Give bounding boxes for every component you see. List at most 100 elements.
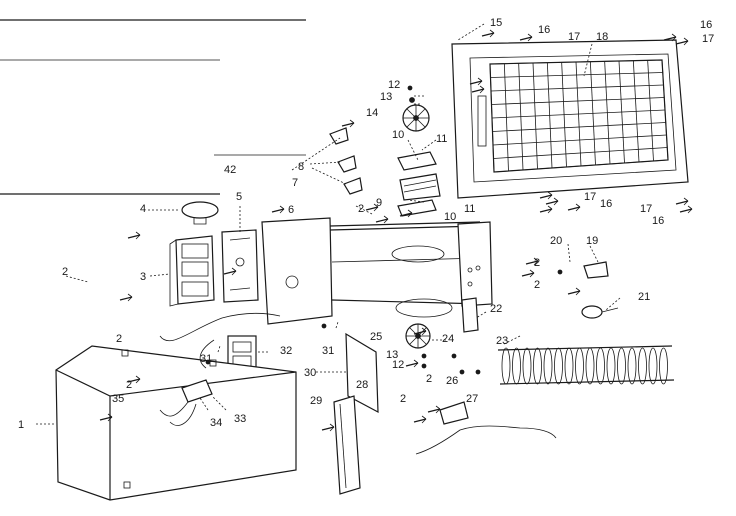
screw-icon <box>481 32 495 37</box>
cover-plate-part <box>345 332 379 414</box>
part-label-34: 34 <box>210 417 222 429</box>
switch-harness-part <box>159 312 281 426</box>
part-label-26: 26 <box>446 375 458 387</box>
screw-icon <box>525 260 539 265</box>
screw-icon <box>413 418 427 423</box>
bracket-part <box>461 297 479 333</box>
fan-bracket-frame-part <box>261 217 493 325</box>
part-label-2: 2 <box>426 373 432 385</box>
part-label-17: 17 <box>568 31 580 43</box>
part-label-2: 2 <box>358 203 364 215</box>
part-label-10: 10 <box>392 129 404 141</box>
clips-part <box>329 127 363 195</box>
knob-part <box>181 201 219 225</box>
screw-icon <box>405 362 419 367</box>
screw-icon <box>519 36 533 41</box>
screw-icon <box>469 80 483 85</box>
screw-icon <box>679 208 693 213</box>
part-label-2: 2 <box>116 333 122 345</box>
screw-icon <box>399 212 413 217</box>
part-label-15: 15 <box>490 17 502 29</box>
screw-icon <box>663 36 677 41</box>
screw-icon <box>223 270 237 275</box>
evaporator-coil-part <box>489 59 669 173</box>
screw-icon <box>675 200 689 205</box>
header-code: 42 <box>224 164 236 176</box>
hardware-dots <box>205 85 563 375</box>
part-label-4: 4 <box>140 203 146 215</box>
part-label-16: 16 <box>600 198 612 210</box>
part-label-17: 17 <box>584 191 596 203</box>
part-label-31: 31 <box>200 353 212 365</box>
part-label-31: 31 <box>322 345 334 357</box>
part-label-28: 28 <box>356 379 368 391</box>
screw-icon <box>127 378 141 383</box>
part-label-16: 16 <box>652 215 664 227</box>
part-label-18: 18 <box>596 31 608 43</box>
part-label-11: 11 <box>464 203 475 215</box>
part-label-24: 24 <box>442 333 454 345</box>
part-label-10: 10 <box>444 211 456 223</box>
part-label-7: 7 <box>292 177 298 189</box>
screw-icon <box>427 408 441 413</box>
part-label-22: 22 <box>490 303 502 315</box>
part-label-2: 2 <box>534 257 540 269</box>
part-label-35: 35 <box>112 393 124 405</box>
lower-fan-blade-part <box>405 323 431 349</box>
baffle-channel-part <box>333 395 361 495</box>
part-label-12: 12 <box>392 359 404 371</box>
screw-icon <box>539 194 553 199</box>
part-label-8: 8 <box>298 161 304 173</box>
part-label-9: 9 <box>376 197 382 209</box>
screw-icon <box>99 416 113 421</box>
mounting-plate-part <box>221 229 259 303</box>
part-label-16: 16 <box>700 19 712 31</box>
screw-icon <box>539 208 553 213</box>
part-label-2: 2 <box>534 279 540 291</box>
part-label-20: 20 <box>550 235 562 247</box>
screw-icon <box>413 330 427 335</box>
part-label-3: 3 <box>140 271 146 283</box>
wire-lead-part <box>415 401 557 455</box>
screw-icon <box>521 272 535 277</box>
part-label-21: 21 <box>638 291 650 303</box>
part-label-17: 17 <box>640 203 652 215</box>
part-label-25: 25 <box>370 331 382 343</box>
screw-icon <box>545 200 559 205</box>
part-label-5: 5 <box>236 191 242 203</box>
control-housing-part <box>169 235 215 307</box>
part-labels: 1222222223456789101011111212131314151616… <box>18 17 714 431</box>
screw-icon <box>271 208 285 213</box>
screw-icon <box>567 290 581 295</box>
screw-icon <box>375 218 389 223</box>
screw-icon <box>119 296 133 301</box>
screw-icon <box>675 40 689 45</box>
part-label-13: 13 <box>386 349 398 361</box>
thermostat-part <box>581 261 619 319</box>
part-label-12: 12 <box>388 79 400 91</box>
part-label-11: 11 <box>436 133 447 145</box>
screw-icon <box>127 234 141 239</box>
part-label-2: 2 <box>400 393 406 405</box>
part-label-2: 2 <box>62 266 68 278</box>
defrost-heater-part <box>497 345 675 385</box>
screw-icon <box>567 206 581 211</box>
part-label-29: 29 <box>310 395 322 407</box>
evaporator-cover-part <box>451 39 689 199</box>
part-label-32: 32 <box>280 345 292 357</box>
screw-icon <box>365 206 379 211</box>
part-label-27: 27 <box>466 393 478 405</box>
part-label-14: 14 <box>366 107 378 119</box>
screw-markers <box>99 29 693 432</box>
leader-lines <box>36 23 621 425</box>
part-label-6: 6 <box>288 204 294 216</box>
part-label-2: 2 <box>126 379 132 391</box>
part-label-19: 19 <box>586 235 598 247</box>
cabinet-shell-part <box>55 345 297 501</box>
part-label-23: 23 <box>496 335 508 347</box>
screw-icon <box>321 426 335 431</box>
screw-icon <box>471 88 485 93</box>
part-label-16: 16 <box>538 24 550 36</box>
